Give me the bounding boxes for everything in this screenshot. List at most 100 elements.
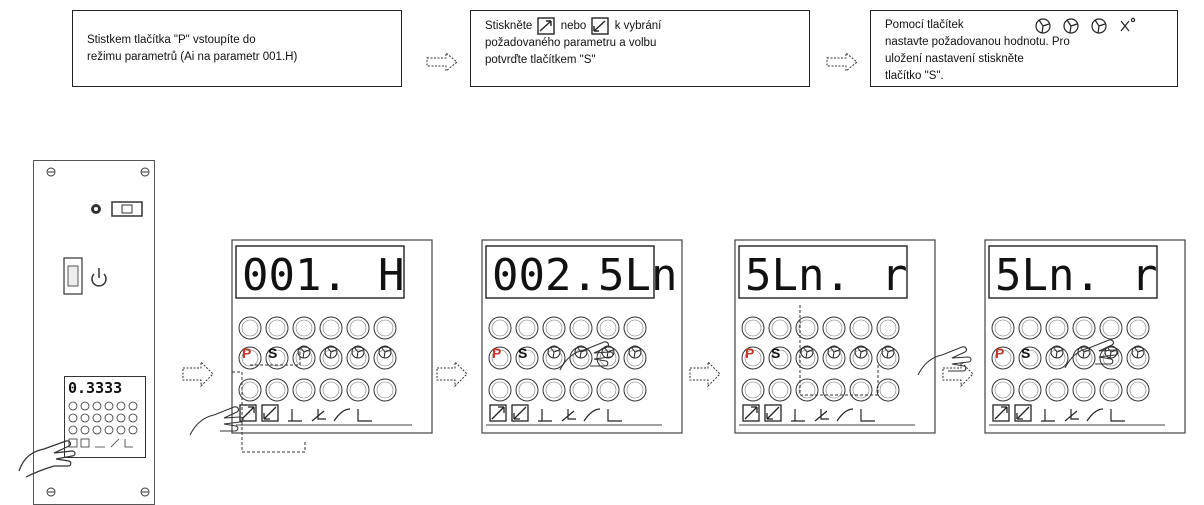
keypad-button[interactable] [1072, 316, 1096, 340]
keypad-button[interactable] [542, 316, 566, 340]
keypad-button[interactable] [623, 346, 647, 370]
keypad-button[interactable] [741, 346, 765, 370]
power-switch[interactable] [62, 256, 112, 300]
keypad-button[interactable] [238, 378, 262, 402]
keypad-button[interactable] [876, 316, 900, 340]
keypad-button[interactable] [488, 316, 512, 340]
keypad-button[interactable] [741, 316, 765, 340]
keypad-button[interactable] [488, 346, 512, 370]
keypad-button[interactable] [1126, 316, 1150, 340]
keypad-button[interactable] [768, 316, 792, 340]
up-arrow-icon[interactable] [239, 404, 257, 422]
keypad-button[interactable] [1018, 316, 1042, 340]
up-arrow-icon[interactable] [489, 404, 507, 422]
keypad-button[interactable] [623, 378, 647, 402]
keypad-button[interactable] [822, 378, 846, 402]
keypad-button[interactable] [1018, 378, 1042, 402]
down-arrow-icon[interactable] [511, 404, 529, 422]
step-1-box: Stistkem tlačítka "P" vstoupíte do režim… [72, 10, 402, 87]
keypad-button[interactable] [1126, 346, 1150, 370]
keypad-button[interactable] [542, 346, 566, 370]
mode-icons [1041, 408, 1125, 422]
keypad-button[interactable] [319, 378, 343, 402]
keypad-button[interactable] [265, 316, 289, 340]
keypad-button[interactable] [488, 378, 512, 402]
keypad-button[interactable] [795, 346, 819, 370]
keypad-button[interactable] [238, 346, 262, 370]
keypad-button[interactable] [265, 378, 289, 402]
keypad-button-ring [1129, 381, 1147, 399]
up-arrow-icon[interactable] [992, 404, 1010, 422]
keypad-button[interactable] [991, 378, 1015, 402]
keypad-button[interactable] [1045, 346, 1069, 370]
down-arrow-icon[interactable] [764, 404, 782, 422]
keypad-button[interactable] [515, 316, 539, 340]
keypad-button[interactable] [373, 346, 397, 370]
mini-readout: 0.3333 [68, 379, 123, 397]
keypad-button[interactable] [596, 378, 620, 402]
flow-arrow-icon [436, 360, 468, 388]
keypad-button[interactable] [596, 346, 620, 370]
down-arrow-icon[interactable] [261, 404, 279, 422]
keypad-button[interactable] [768, 346, 792, 370]
keypad-button-ring [879, 319, 897, 337]
down-arrow-icon[interactable] [1014, 404, 1032, 422]
keypad-button-ring [518, 349, 536, 367]
keypad-button[interactable] [346, 346, 370, 370]
keypad-button[interactable] [292, 346, 316, 370]
keypad-button[interactable] [822, 346, 846, 370]
keypad-button[interactable] [292, 316, 316, 340]
keypad-button[interactable] [265, 346, 289, 370]
keypad-button[interactable] [1045, 378, 1069, 402]
keypad-button[interactable] [373, 316, 397, 340]
keypad-button[interactable] [1099, 378, 1123, 402]
keypad-button-ring [518, 319, 536, 337]
fan-icon [297, 345, 311, 359]
keypad-button[interactable] [849, 346, 873, 370]
keypad-button[interactable] [569, 346, 593, 370]
keypad-button[interactable] [319, 346, 343, 370]
keypad-button[interactable] [849, 316, 873, 340]
keypad-button[interactable] [876, 346, 900, 370]
key-s-label: S [268, 345, 277, 361]
lcd-screen [738, 245, 908, 299]
keypad-button-ring [376, 319, 394, 337]
up-arrow-icon[interactable] [742, 404, 760, 422]
keypad-button[interactable] [569, 316, 593, 340]
keypad-button[interactable] [1099, 346, 1123, 370]
keypad-button[interactable] [991, 346, 1015, 370]
keypad-button[interactable] [373, 378, 397, 402]
keypad-button[interactable] [1072, 378, 1096, 402]
keypad-button[interactable] [1099, 316, 1123, 340]
key-s-label: S [771, 345, 780, 361]
step-2-line-2: požadovaného parametru a volbu [485, 37, 657, 50]
keypad-button[interactable] [991, 316, 1015, 340]
keypad-button[interactable] [596, 316, 620, 340]
keypad-button[interactable] [346, 316, 370, 340]
keypad-button[interactable] [623, 316, 647, 340]
keypad-button-ring [322, 381, 340, 399]
keypad-button[interactable] [1018, 346, 1042, 370]
keypad-button[interactable] [319, 316, 343, 340]
keypad-button[interactable] [1126, 378, 1150, 402]
keypad-button[interactable] [515, 346, 539, 370]
keypad-button[interactable] [569, 378, 593, 402]
keypad-button[interactable] [822, 316, 846, 340]
keypad-button[interactable] [1045, 316, 1069, 340]
fan-icon [1120, 17, 1136, 32]
keypad-button[interactable] [542, 378, 566, 402]
keypad-button[interactable] [768, 378, 792, 402]
keypad-button[interactable] [876, 378, 900, 402]
keypad-button[interactable] [849, 378, 873, 402]
keypad-button[interactable] [741, 378, 765, 402]
keypad-button-ring [1129, 319, 1147, 337]
keypad-button[interactable] [795, 378, 819, 402]
keypad-button[interactable] [1072, 346, 1096, 370]
keypad-button[interactable] [292, 378, 316, 402]
keypad-button[interactable] [515, 378, 539, 402]
keypad-button-ring [241, 381, 259, 399]
keypad-button[interactable] [238, 316, 262, 340]
keypad-button[interactable] [346, 378, 370, 402]
mode-icons [288, 408, 372, 422]
keypad-button[interactable] [795, 316, 819, 340]
